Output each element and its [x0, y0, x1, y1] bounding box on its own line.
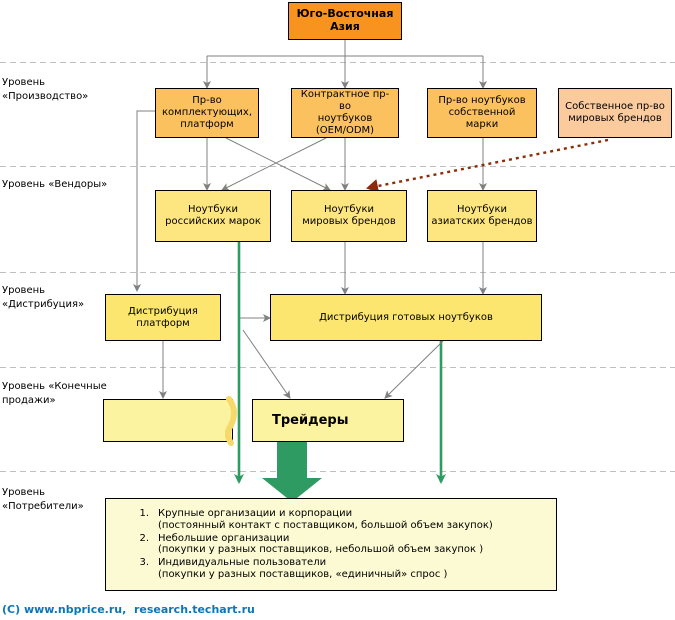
- vendors-to-distribution: [341, 242, 487, 295]
- node-traders[interactable]: Трейдеры: [252, 399, 404, 442]
- consumer-item-title: Крупные организации и корпорации: [158, 508, 353, 519]
- world-brand-dotted-link: [366, 138, 609, 193]
- green-supply-lines: [234, 242, 446, 484]
- traders-to-consumers-block-arrow: [262, 442, 322, 502]
- consumer-item-title: Индивидуальные пользователи: [158, 557, 327, 569]
- node-ready-laptops-distribution[interactable]: Дистрибуция готовых ноутбуков: [270, 294, 542, 341]
- level-divider-group: [0, 62, 675, 472]
- torn-edge-decoration: [225, 396, 237, 446]
- consumer-item-number: 3.: [139, 557, 149, 569]
- consumer-item-title: Небольшие организации: [158, 532, 290, 544]
- level-label-consumers: Уровень«Потребители»: [2, 487, 84, 512]
- production-to-vendors: [203, 137, 487, 191]
- level-label-vendors: Уровень «Вендоры»: [2, 179, 108, 190]
- node-torn-left-slab[interactable]: [103, 399, 233, 442]
- consumer-item-subtitle: (покупки у разных поставщиков, «единичны…: [158, 568, 448, 580]
- consumer-item-number: 2.: [139, 532, 149, 544]
- list-item: 3. Индивидуальные пользователи (покупки …: [106, 557, 556, 581]
- consumer-item-number: 1.: [139, 508, 149, 519]
- consumer-item-subtitle: (покупки у разных поставщиков, небольшой…: [158, 544, 484, 556]
- node-consumers[interactable]: 1. Крупные организации и корпорации (пос…: [105, 498, 557, 591]
- level-label-distribution: Уровень«Дистрибуция»: [2, 285, 85, 310]
- copyright-footer: (C) www.nbprice.ru, research.techart.ru: [2, 603, 255, 616]
- node-traders-label: Трейдеры: [272, 412, 349, 428]
- list-item: 1. Крупные организации и корпорации (пос…: [106, 508, 556, 532]
- level-label-production: Уровень«Производство»: [2, 77, 89, 102]
- list-item: 2. Небольшие организации (покупки у разн…: [106, 533, 556, 557]
- header-bus: [203, 40, 487, 89]
- consumers-list: 1. Крупные организации и корпорации (пос…: [106, 499, 556, 581]
- consumer-item-subtitle: (постоянный контакт с поставщиком, больш…: [158, 519, 493, 531]
- node-ready-laptops-distribution-label: Дистрибуция готовых ноутбуков: [319, 311, 493, 323]
- distribution-to-final-sales: [159, 329, 444, 399]
- components-to-platform-dist: [133, 110, 155, 292]
